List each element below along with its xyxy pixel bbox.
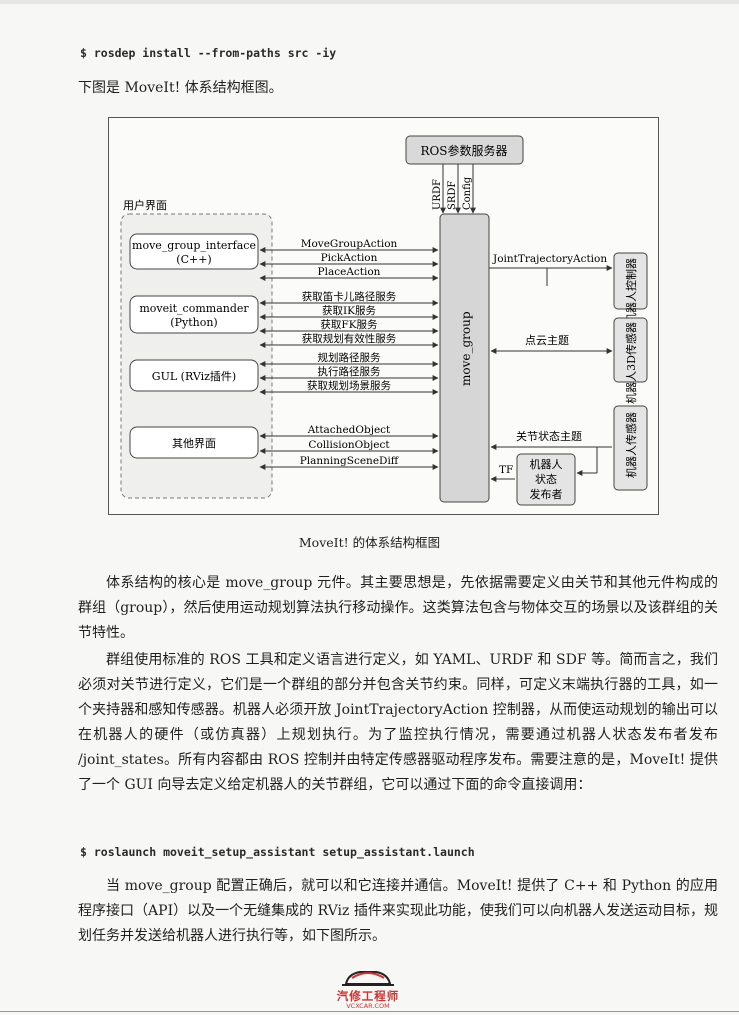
architecture-figure: ROS参数服务器 URDF SRDF Config 用户界面 move_grou…: [108, 117, 659, 515]
state-publisher-line: 机器人: [530, 457, 563, 471]
watermark-site: VCXCAR.COM: [346, 1002, 390, 1010]
paragraph-2: 群组使用标准的 ROS 工具和定义语言进行定义，如 YAML、URDF 和 SD…: [78, 652, 718, 793]
robot-3d-sensor-box: [613, 317, 648, 383]
param-server-label: ROS参数服务器: [420, 143, 507, 158]
tf-label: TF: [499, 464, 513, 476]
footer-rule: [0, 1011, 739, 1012]
watermark-name: 汽修工程师: [336, 989, 400, 1003]
state-publisher-line: 状态: [535, 472, 557, 486]
message-label: PickAction: [321, 252, 378, 264]
ui-box-label: move_group_interface: [132, 239, 256, 252]
robot-controller-label: 机器人控制器: [624, 258, 638, 324]
message-label: 获取IK服务: [322, 304, 376, 317]
robot-controller-box: [613, 252, 648, 310]
message-label: 获取规划场景服务: [307, 379, 391, 392]
intro-text: 下图是 MoveIt! 体系结构框图。: [78, 80, 283, 96]
paragraph-1: 体系结构的核心是 move_group 元件。其主要思想是，先依据需要定义由关节…: [78, 575, 718, 641]
message-label: 执行路径服务: [318, 365, 381, 378]
ui-box-sublabel: (C++): [176, 253, 211, 266]
ui-box-label: 其他界面: [172, 437, 216, 450]
watermark-logo: 汽修工程师 VCXCAR.COM: [318, 966, 418, 1012]
robot-sensors-label: 机器人传感器: [624, 412, 638, 478]
ui-box-rviz-plugin: [129, 359, 259, 392]
robot-sensors-box: [613, 405, 648, 491]
figure-caption: MoveIt! 的体系结构框图: [298, 535, 441, 550]
ui-box-sublabel: (Python): [170, 316, 217, 329]
message-label: 规划路径服务: [318, 351, 381, 364]
message-label: MoveGroupAction: [301, 238, 398, 250]
paragraph-3: 当 move_group 配置正确后，就可以和它连接并通信。MoveIt! 提供…: [78, 878, 718, 944]
state-publisher-line: 发布者: [530, 487, 563, 501]
ui-box-label: moveit_commander: [139, 302, 249, 315]
message-label: PlanningSceneDiff: [300, 455, 400, 467]
install-command: $ rosdep install --from-paths src -iy: [80, 46, 337, 60]
param-config: Config: [462, 176, 473, 210]
launch-command: $ roslaunch moveit_setup_assistant setup…: [80, 845, 475, 859]
ui-group-title: 用户界面: [123, 198, 167, 212]
move-group-box: [439, 213, 490, 503]
architecture-diagram: ROS参数服务器 URDF SRDF Config 用户界面 move_grou…: [120, 135, 648, 506]
ui-box-move-group-interface: [129, 233, 259, 270]
param-srdf: SRDF: [447, 181, 458, 210]
robot-3d-sensor-label: 机器人3D传感器: [624, 322, 638, 404]
joint-trajectory-label: JointTrajectoryAction: [492, 253, 607, 265]
ui-box-moveit-commander: [129, 295, 259, 334]
message-label: AttachedObject: [307, 424, 391, 436]
message-label: PlaceAction: [318, 266, 381, 278]
ui-box-other: [129, 426, 259, 459]
car-icon: [342, 971, 394, 986]
point-cloud-label: 点云主题: [525, 334, 569, 347]
param-server-box: [405, 135, 524, 165]
state-publisher-box: [516, 453, 576, 506]
ui-box-label: GUL (RViz插件): [152, 369, 236, 383]
move-group-label: move_group: [459, 311, 473, 386]
message-label: CollisionObject: [308, 439, 390, 451]
param-urdf: URDF: [432, 179, 443, 210]
previous-page-edge: [0, 0, 739, 4]
joint-states-label: 关节状态主题: [516, 429, 582, 443]
message-label: 获取笛卡儿路径服务: [302, 290, 397, 303]
message-label: 获取FK服务: [320, 318, 378, 331]
message-label: 获取规划有效性服务: [302, 332, 397, 345]
